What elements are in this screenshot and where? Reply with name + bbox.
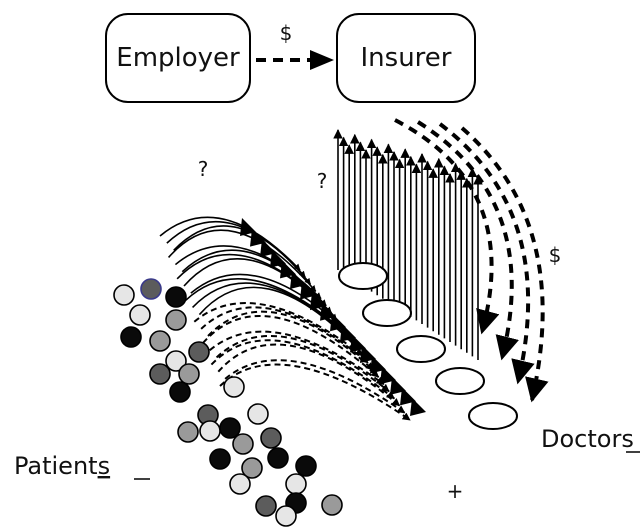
patient-dot bbox=[130, 305, 150, 325]
patient-dot bbox=[170, 382, 190, 402]
patient-dot bbox=[220, 418, 240, 438]
doctors-label-suffix: s bbox=[621, 425, 634, 453]
patient-dot bbox=[248, 404, 268, 424]
patient-dot bbox=[150, 364, 170, 384]
payment-symbol-top: $ bbox=[280, 21, 293, 45]
patient-dot bbox=[150, 331, 170, 351]
patients-label: Patients bbox=[14, 452, 110, 480]
doctors-label-main: Doctor bbox=[541, 425, 621, 453]
patient-dot bbox=[200, 421, 220, 441]
patient-dot bbox=[256, 496, 276, 516]
patient-dot bbox=[189, 342, 209, 362]
doctor-to-insurer-arrows bbox=[338, 130, 478, 360]
plus-symbol: + bbox=[447, 479, 464, 503]
patient-dot bbox=[276, 506, 296, 526]
patient-dot bbox=[166, 287, 186, 307]
patient-dot bbox=[286, 474, 306, 494]
patient-dot bbox=[322, 495, 342, 515]
patient-dot bbox=[296, 456, 316, 476]
doctor-ellipse bbox=[339, 263, 387, 289]
question-mark-mid: ? bbox=[317, 169, 328, 193]
insurer-doctor-payment-arc bbox=[462, 128, 543, 400]
patient-doctor-arc bbox=[208, 312, 373, 370]
insurer-label: Insurer bbox=[361, 43, 452, 73]
question-mark-left: ? bbox=[198, 157, 209, 181]
patient-dot bbox=[178, 422, 198, 442]
patient-dot bbox=[224, 377, 244, 397]
arc-arrow-head bbox=[410, 398, 426, 416]
doctor-ellipse bbox=[469, 403, 517, 429]
patient-dot bbox=[121, 327, 141, 347]
patients-label-main: Patient bbox=[14, 452, 98, 480]
employer-label: Employer bbox=[116, 43, 240, 73]
doctor-ellipse bbox=[436, 368, 484, 394]
employer-node: Employer bbox=[106, 14, 250, 102]
patient-dot bbox=[114, 285, 134, 305]
patient-dot bbox=[230, 474, 250, 494]
insurer-doctor-payment-arc bbox=[395, 120, 492, 332]
patient-dot bbox=[261, 428, 281, 448]
patient-dot bbox=[210, 449, 230, 469]
doctors-label: Doctors bbox=[541, 425, 634, 453]
patient-dot bbox=[166, 310, 186, 330]
insurer-node: Insurer bbox=[337, 14, 475, 102]
patient-dot bbox=[233, 434, 253, 454]
patient-dot bbox=[268, 448, 288, 468]
payment-symbol-right: $ bbox=[549, 243, 562, 267]
patient-dot bbox=[179, 364, 199, 384]
patients-label-suffix: s bbox=[98, 452, 111, 480]
employer-to-insurer-payment: $ bbox=[256, 21, 334, 70]
payment-arrow-head bbox=[310, 50, 334, 70]
doctor-ellipse bbox=[397, 336, 445, 362]
patient-dots bbox=[114, 279, 342, 526]
doctor-ellipse bbox=[363, 300, 411, 326]
patient-dot bbox=[141, 279, 161, 299]
insurer-doctor-payment-arc bbox=[418, 122, 512, 358]
